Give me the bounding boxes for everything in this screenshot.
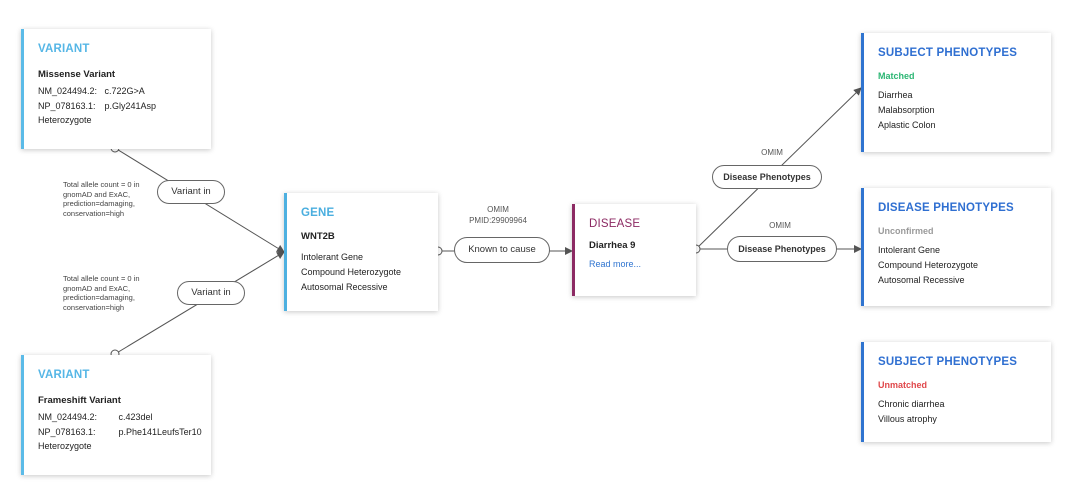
pheno-title: SUBJECT PHENOTYPES bbox=[878, 356, 1018, 368]
gene-attr: Compound Heterozygote bbox=[301, 267, 402, 277]
read-more-link[interactable]: Read more... bbox=[589, 259, 642, 269]
status-unconfirmed: Unconfirmed bbox=[878, 226, 934, 236]
pheno-item: Chronic diarrhea bbox=[878, 399, 945, 409]
variant-name: Frameshift Variant bbox=[38, 395, 121, 406]
variant-in-label-top[interactable]: Variant in bbox=[157, 180, 225, 204]
pheno-item: Diarrhea bbox=[878, 90, 913, 100]
variant-in-label-bottom[interactable]: Variant in bbox=[177, 281, 245, 305]
transcript-value: c.722G>A bbox=[104, 86, 145, 96]
protein-label: NP_078163.1: bbox=[38, 427, 96, 437]
variant-row: NM_024494.2: c.423del bbox=[38, 412, 211, 422]
variant-row: NM_024494.2: c.722G>A bbox=[38, 86, 211, 96]
status-unmatched: Unmatched bbox=[878, 380, 928, 390]
zygosity: Heterozygote bbox=[38, 441, 92, 451]
variant-title: VARIANT bbox=[38, 43, 90, 55]
gene-name: WNT2B bbox=[301, 231, 335, 242]
pheno-item: Aplastic Colon bbox=[878, 120, 936, 130]
known-pmid: PMID:29909964 bbox=[469, 216, 527, 225]
disease-phenotypes-label-mid[interactable]: Disease Phenotypes bbox=[727, 236, 837, 262]
transcript-label: NM_024494.2: bbox=[38, 86, 98, 96]
gene-card[interactable]: GENE WNT2B Intolerant Gene Compound Hete… bbox=[284, 193, 438, 311]
variant-card-top[interactable]: VARIANT Missense Variant NM_024494.2: c.… bbox=[21, 29, 211, 149]
gene-title: GENE bbox=[301, 207, 335, 219]
protein-value: p.Gly241Asp bbox=[104, 101, 157, 111]
pheno-item: Autosomal Recessive bbox=[878, 275, 965, 285]
variant-name: Missense Variant bbox=[38, 69, 116, 80]
subject-phenotypes-matched-card[interactable]: SUBJECT PHENOTYPES Matched Diarrhea Mala… bbox=[861, 33, 1051, 152]
disease-phenotypes-label-top[interactable]: Disease Phenotypes bbox=[712, 165, 822, 189]
known-source-label: OMIM bbox=[487, 205, 509, 214]
known-source: OMIM PMID:29909964 bbox=[463, 204, 533, 226]
evidence-note-top: Total allele count = 0 in gnomAD and ExA… bbox=[63, 180, 140, 218]
pheno-mid-source: OMIM bbox=[769, 221, 791, 230]
gene-attr: Intolerant Gene bbox=[301, 252, 364, 262]
variant-title: VARIANT bbox=[38, 369, 90, 381]
pheno-item: Compound Heterozygote bbox=[878, 260, 979, 270]
variant-row: NP_078163.1: p.Phe141LeufsTer10 bbox=[38, 427, 211, 437]
pheno-item: Villous atrophy bbox=[878, 414, 937, 424]
disease-title: DISEASE bbox=[589, 218, 641, 230]
pheno-title: SUBJECT PHENOTYPES bbox=[878, 47, 1018, 59]
pheno-top-source: OMIM bbox=[761, 148, 783, 157]
status-matched: Matched bbox=[878, 71, 915, 81]
disease-phenotypes-card[interactable]: DISEASE PHENOTYPES Unconfirmed Intoleran… bbox=[861, 188, 1051, 306]
pheno-item: Intolerant Gene bbox=[878, 245, 941, 255]
disease-name: Diarrhea 9 bbox=[589, 240, 636, 251]
disease-card[interactable]: DISEASE Diarrhea 9 Read more... bbox=[572, 204, 696, 296]
pheno-title: DISEASE PHENOTYPES bbox=[878, 202, 1014, 214]
known-to-cause-label[interactable]: Known to cause bbox=[454, 237, 550, 263]
transcript-value: c.423del bbox=[118, 412, 153, 422]
variant-row: NP_078163.1: p.Gly241Asp bbox=[38, 101, 211, 111]
evidence-note-bottom: Total allele count = 0 in gnomAD and ExA… bbox=[63, 274, 140, 312]
transcript-label: NM_024494.2: bbox=[38, 412, 98, 422]
gene-attr: Autosomal Recessive bbox=[301, 282, 388, 292]
protein-value: p.Phe141LeufsTer10 bbox=[118, 427, 202, 437]
pheno-item: Malabsorption bbox=[878, 105, 935, 115]
subject-phenotypes-unmatched-card[interactable]: SUBJECT PHENOTYPES Unmatched Chronic dia… bbox=[861, 342, 1051, 442]
zygosity: Heterozygote bbox=[38, 115, 92, 125]
variant-card-bottom[interactable]: VARIANT Frameshift Variant NM_024494.2: … bbox=[21, 355, 211, 475]
protein-label: NP_078163.1: bbox=[38, 101, 96, 111]
